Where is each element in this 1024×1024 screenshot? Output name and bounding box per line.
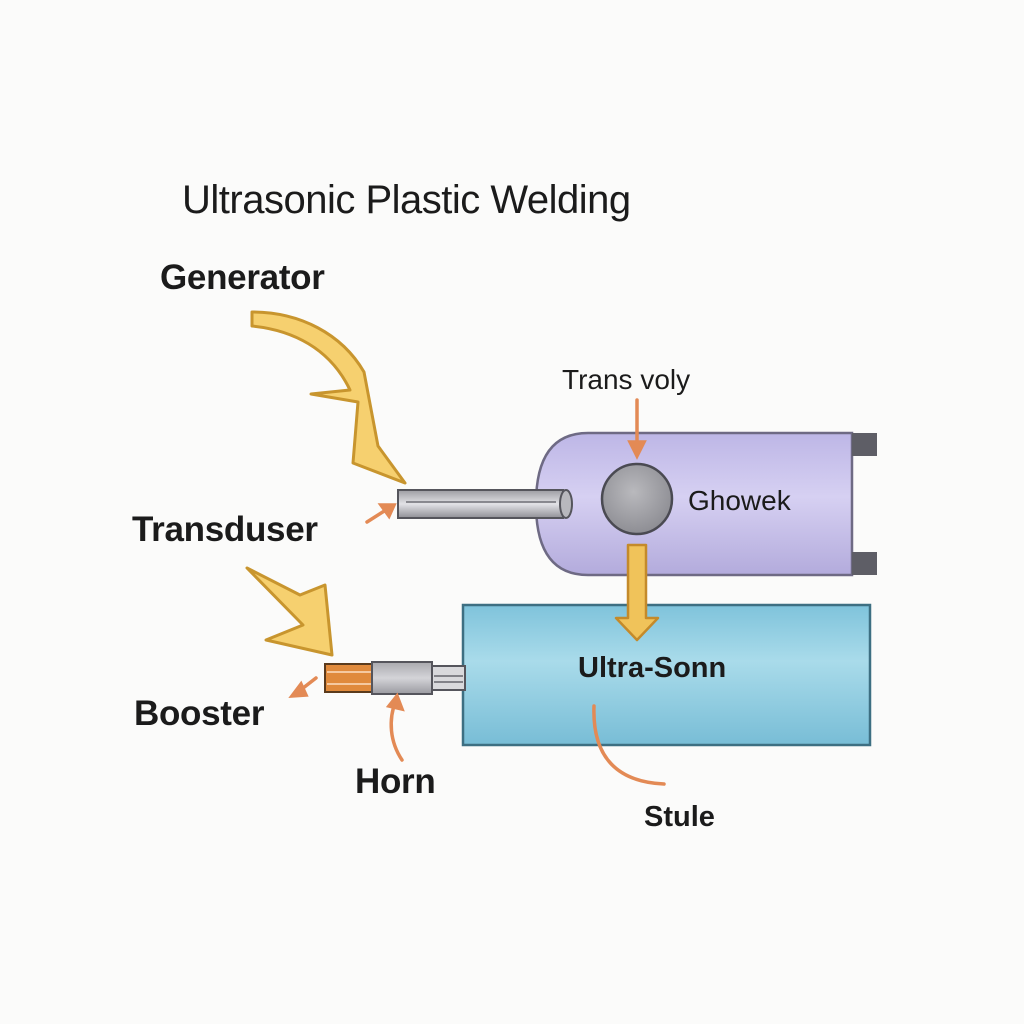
- booster-stub: [324, 663, 374, 693]
- upper-housing-tab-top: [852, 433, 877, 456]
- horn-tip: [431, 665, 466, 691]
- trans-voly-pointer-head: [627, 440, 647, 460]
- horn-pointer-head: [385, 692, 405, 712]
- transduser-pointer-head: [377, 503, 397, 520]
- label-horn: Horn: [355, 762, 436, 801]
- downward-flow-arrow: [614, 543, 660, 642]
- stule-pointer: [592, 704, 666, 786]
- label-booster: Booster: [134, 694, 265, 733]
- booster-pointer-head: [288, 680, 309, 699]
- label-ultra-sonn: Ultra-Sonn: [578, 652, 727, 684]
- label-stule: Stule: [644, 801, 715, 833]
- booster-horn-assembly: [324, 661, 466, 695]
- label-transduser: Transduser: [132, 510, 318, 549]
- label-trans-voly: Trans voly: [562, 364, 691, 395]
- label-generator: Generator: [160, 258, 325, 297]
- diagram-title: Ultrasonic Plastic Welding: [182, 178, 631, 222]
- transducer-energy-arrow: [245, 566, 334, 657]
- horn-body: [371, 661, 433, 695]
- pointer-arrows: [288, 398, 666, 786]
- lower-housing: [461, 603, 872, 747]
- generator-energy-arrow: [250, 310, 407, 485]
- label-ghowek: Ghowek: [688, 485, 791, 516]
- upper-housing-tab-bottom: [852, 552, 877, 575]
- transducer-shaft: [397, 489, 573, 519]
- disc-component: [600, 462, 674, 536]
